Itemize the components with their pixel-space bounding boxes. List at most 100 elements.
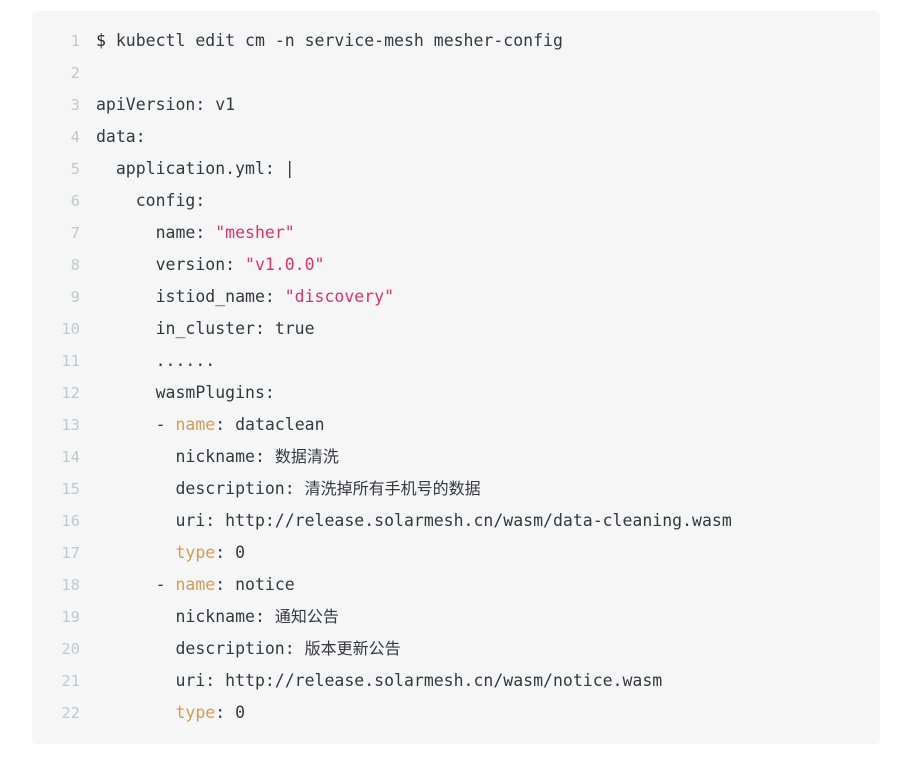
code-line: 10 in_cluster: true	[32, 313, 880, 345]
code-token-plain: : dataclean	[215, 415, 325, 434]
line-number: 1	[70, 32, 80, 50]
code-token-string: "mesher"	[215, 223, 295, 242]
code-line: 4 data:	[32, 121, 880, 153]
code-token-plain: application.yml: |	[96, 159, 295, 178]
line-number: 15	[61, 480, 80, 498]
code-block[interactable]: 1 $ kubectl edit cm -n service-mesh meshe…	[32, 11, 880, 744]
line-number: 4	[70, 128, 80, 146]
code-line: 12 wasmPlugins:	[32, 377, 880, 409]
line-number: 20	[61, 640, 80, 658]
code-token-cjk: 通知公告	[274, 607, 339, 626]
line-number: 3	[70, 96, 80, 114]
code-line: 22 type: 0	[32, 697, 880, 729]
code-token-plain	[96, 543, 175, 562]
code-line: 8 version: "v1.0.0"	[32, 249, 880, 281]
code-line-content[interactable]: wasmPlugins:	[96, 377, 880, 409]
code-line-content[interactable]: in_cluster: true	[96, 313, 880, 345]
code-line: 15 description: 清洗掉所有手机号的数据	[32, 473, 880, 505]
code-token-dots: ......	[96, 351, 216, 370]
code-line: 19 nickname: 通知公告	[32, 601, 880, 633]
line-number: 7	[70, 224, 80, 242]
code-token-plain: kubectl edit cm -n service-mesh mesher-c…	[105, 31, 563, 50]
code-line-content[interactable]: - name: dataclean	[96, 409, 880, 441]
code-line-content[interactable]: data:	[96, 121, 880, 153]
line-number: 22	[61, 704, 80, 722]
line-number: 8	[70, 256, 80, 274]
code-token-boolean: true	[274, 319, 315, 338]
code-line-content[interactable]: nickname: 通知公告	[96, 601, 880, 633]
code-token-plain: : 0	[215, 703, 246, 722]
line-number: 14	[61, 448, 80, 466]
code-token-key: name	[175, 575, 216, 594]
code-line-content[interactable]: uri: http://release.solarmesh.cn/wasm/no…	[96, 665, 880, 697]
code-line: 13 - name: dataclean	[32, 409, 880, 441]
code-line: 9 istiod_name: "discovery"	[32, 281, 880, 313]
code-line-content[interactable]: description: 清洗掉所有手机号的数据	[96, 473, 880, 505]
code-token-plain: uri: http://release.solarmesh.cn/wasm/no…	[96, 671, 663, 690]
code-token-plain: version:	[96, 255, 246, 274]
code-line-content[interactable]: version: "v1.0.0"	[96, 249, 880, 281]
code-line: 3 apiVersion: v1	[32, 89, 880, 121]
code-line: 14 nickname: 数据清洗	[32, 441, 880, 473]
code-line: 18 - name: notice	[32, 569, 880, 601]
line-number: 10	[61, 320, 80, 338]
code-line-list: 1 $ kubectl edit cm -n service-mesh meshe…	[32, 25, 880, 729]
code-line-content[interactable]: istiod_name: "discovery"	[96, 281, 880, 313]
code-token-plain: data:	[96, 127, 146, 146]
code-token-plain: apiVersion: v1	[96, 95, 236, 114]
code-line: 16 uri: http://release.solarmesh.cn/wasm…	[32, 505, 880, 537]
code-line-content[interactable]: apiVersion: v1	[96, 89, 880, 121]
line-number: 2	[70, 64, 80, 82]
code-token-plain: nickname:	[96, 447, 275, 466]
code-token-plain: description:	[96, 639, 305, 658]
code-token-key: name	[175, 415, 216, 434]
code-line-content[interactable]: ......	[96, 345, 880, 377]
code-line-content[interactable]: application.yml: |	[96, 153, 880, 185]
line-number: 11	[61, 352, 80, 370]
code-line-content[interactable]: description: 版本更新公告	[96, 633, 880, 665]
code-token-plain: -	[96, 575, 176, 594]
code-token-plain: istiod_name:	[96, 287, 285, 306]
code-token-string: "v1.0.0"	[245, 255, 325, 274]
code-line: 7 name: "mesher"	[32, 217, 880, 249]
code-line-content[interactable]: type: 0	[96, 537, 880, 569]
code-line: 2	[32, 57, 880, 89]
code-line: 5 application.yml: |	[32, 153, 880, 185]
line-number: 6	[70, 192, 80, 210]
code-token-plain: description:	[96, 479, 305, 498]
line-number: 13	[61, 416, 80, 434]
code-line: 20 description: 版本更新公告	[32, 633, 880, 665]
code-token-plain	[96, 703, 175, 722]
code-line: 6 config:	[32, 185, 880, 217]
code-token-prompt: $	[96, 31, 106, 50]
code-token-key: type	[175, 543, 216, 562]
code-line: 11 ......	[32, 345, 880, 377]
code-token-plain: in_cluster:	[96, 319, 275, 338]
code-token-plain: wasmPlugins:	[96, 383, 275, 402]
code-token-cjk: 清洗掉所有手机号的数据	[304, 479, 481, 498]
line-number: 9	[70, 288, 80, 306]
code-line-content[interactable]: type: 0	[96, 697, 880, 729]
code-line-content[interactable]: - name: notice	[96, 569, 880, 601]
code-token-plain: -	[96, 415, 176, 434]
line-number: 12	[61, 384, 80, 402]
line-number: 16	[61, 512, 80, 530]
code-token-plain: : 0	[215, 543, 246, 562]
code-line-content[interactable]: config:	[96, 185, 880, 217]
code-line: 17 type: 0	[32, 537, 880, 569]
code-token-plain: config:	[96, 191, 206, 210]
code-token-plain: name:	[96, 223, 216, 242]
code-line-content[interactable]: nickname: 数据清洗	[96, 441, 880, 473]
code-line-content[interactable]: uri: http://release.solarmesh.cn/wasm/da…	[96, 505, 880, 537]
code-token-cjk: 版本更新公告	[304, 639, 401, 658]
code-line-content[interactable]: $ kubectl edit cm -n service-mesh mesher…	[96, 25, 880, 57]
code-token-key: type	[175, 703, 216, 722]
code-line: 21 uri: http://release.solarmesh.cn/wasm…	[32, 665, 880, 697]
line-number: 19	[61, 608, 80, 626]
code-token-plain: : notice	[215, 575, 295, 594]
code-line: 1 $ kubectl edit cm -n service-mesh meshe…	[32, 25, 880, 57]
code-token-plain: nickname:	[96, 607, 275, 626]
code-line-content[interactable]: name: "mesher"	[96, 217, 880, 249]
code-token-cjk: 数据清洗	[274, 447, 339, 466]
line-number: 5	[70, 160, 80, 178]
